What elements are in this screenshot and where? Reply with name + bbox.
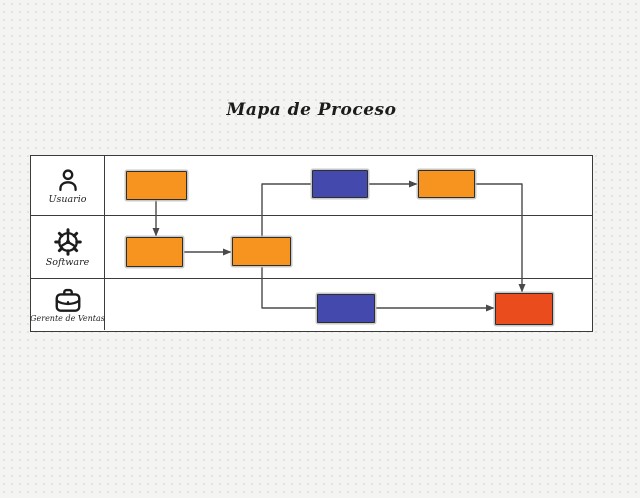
process-node-gerente-step-2[interactable] xyxy=(495,293,553,325)
process-node-usuario-step-1[interactable] xyxy=(126,171,187,200)
diagram-title: Mapa de Proceso xyxy=(226,100,397,120)
process-node-usuario-step-2[interactable] xyxy=(312,170,368,198)
user-icon xyxy=(54,166,82,194)
swimlane-row-software: Software xyxy=(31,216,592,279)
process-node-software-step-1[interactable] xyxy=(126,237,183,267)
process-node-gerente-step-1[interactable] xyxy=(317,294,375,323)
process-node-usuario-step-3[interactable] xyxy=(418,170,475,198)
lane-label-usuario: Usuario xyxy=(48,194,87,206)
swimlane-row-usuario: Usuario xyxy=(31,156,592,216)
lane-label-software: Software xyxy=(45,256,90,268)
swimlane-row-gerente: Gerente de Ventas xyxy=(30,279,592,330)
swimlane-header-software: Software xyxy=(31,216,105,278)
swimlane-header-gerente: Gerente de Ventas xyxy=(30,279,105,330)
lane-label-gerente: Gerente de Ventas xyxy=(30,314,105,323)
swimlane-header-usuario: Usuario xyxy=(31,156,105,215)
gear-icon xyxy=(53,227,83,257)
process-node-software-step-2[interactable] xyxy=(232,237,291,266)
briefcase-icon xyxy=(53,286,83,314)
